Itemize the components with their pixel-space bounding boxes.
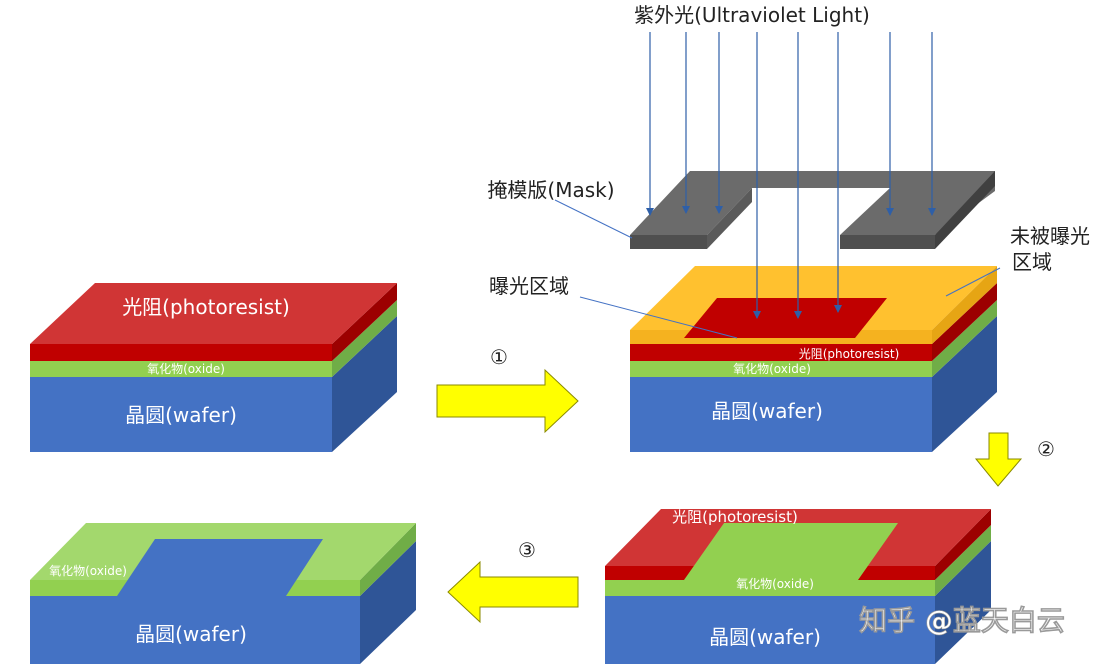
oxide-opening (684, 523, 898, 580)
mask-front-right (840, 235, 935, 249)
wafer-front (605, 596, 935, 664)
wafer-front (30, 377, 332, 452)
wafer-side (932, 316, 997, 452)
oxide-side (360, 523, 416, 596)
oxide-side (935, 525, 991, 596)
mask-edge-right (935, 171, 995, 249)
watermark: 知乎 @蓝天白云 (859, 604, 1065, 637)
block-etched: 氧化物(oxide) 晶圆(wafer) (30, 523, 416, 664)
mask-front-left (630, 235, 707, 249)
wafer-label: 晶圆(wafer) (125, 403, 237, 427)
wafer-front (30, 596, 360, 664)
step-3: ③ (447, 538, 579, 624)
photoresist-side (935, 509, 991, 580)
step-3-arrow (447, 560, 579, 624)
oxide-label: 氧化物(oxide) (736, 577, 814, 591)
wafer-side (935, 541, 991, 664)
etched-opening (117, 539, 323, 596)
photoresist-top (30, 283, 397, 344)
wafer-side (332, 316, 397, 452)
unexposed-area-label-2: 区域 (1012, 250, 1052, 274)
block-exposure: 光阻(photoresist) 氧化物(oxide) 晶圆(wafer) (630, 266, 997, 452)
mask (630, 171, 995, 249)
wafer-front (630, 377, 932, 452)
step-1-number: ① (490, 345, 508, 369)
step-1-arrow (436, 368, 579, 434)
block-developed: 光阻(photoresist) 氧化物(oxide) 晶圆(wafer) (605, 508, 991, 664)
oxide-front (605, 580, 935, 596)
wafer-label: 晶圆(wafer) (709, 625, 821, 649)
photoresist-label: 光阻(photoresist) (799, 347, 900, 361)
exposed-leader (579, 296, 738, 339)
photoresist-label: 光阻(photoresist) (122, 295, 290, 319)
oxide-label: 氧化物(oxide) (49, 564, 127, 578)
block-initial-stack: 光阻(photoresist) 氧化物(oxide) 晶圆(wafer) (30, 283, 397, 452)
mask-edge-left (707, 188, 752, 249)
step-1: ① (436, 345, 579, 434)
step-2-arrow (974, 432, 1023, 487)
wafer-label: 晶圆(wafer) (135, 622, 247, 646)
mask-leader (554, 199, 633, 239)
step-2: ② (974, 432, 1055, 487)
photoresist-label: 光阻(photoresist) (672, 508, 798, 526)
photoresist-front (30, 344, 332, 361)
wafer-side (360, 541, 416, 664)
photoresist-side (932, 283, 997, 361)
unexposed-area-label-1: 未被曝光 (1010, 224, 1090, 248)
unexposed-leader (945, 267, 1001, 297)
uv-light-label: 紫外光(Ultraviolet Light) (634, 3, 870, 27)
exposed-area-label: 曝光区域 (489, 274, 569, 298)
uv-light-arrows (646, 32, 936, 319)
oxide-front (630, 361, 932, 377)
unexposed-resist-side (932, 266, 997, 344)
step-3-number: ③ (518, 538, 536, 562)
leader-lines (554, 199, 1001, 339)
wafer-label: 晶圆(wafer) (711, 399, 823, 423)
oxide-label: 氧化物(oxide) (147, 362, 225, 376)
oxide-front (30, 361, 332, 377)
oxide-side (332, 300, 397, 377)
step-2-number: ② (1037, 437, 1055, 461)
photoresist-side (332, 283, 397, 361)
oxide-side (932, 300, 997, 377)
mask-top (630, 171, 995, 235)
oxide-label: 氧化物(oxide) (733, 362, 811, 376)
photoresist-front (630, 344, 932, 361)
mask-label: 掩模版(Mask) (487, 178, 614, 202)
